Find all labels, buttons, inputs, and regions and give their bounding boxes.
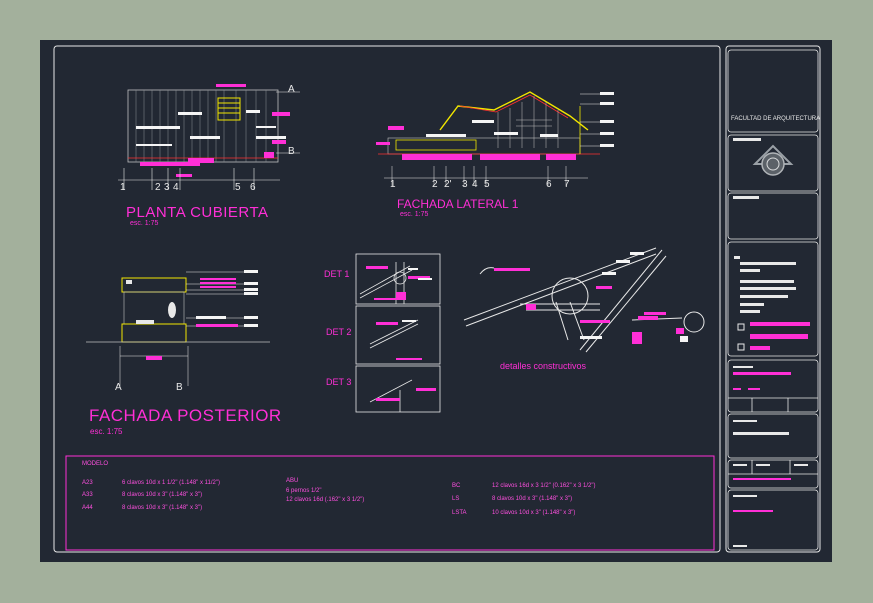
nail-desc-bc: 12 clavos 16d x 3 1/2" (0.162" x 3 1/2") — [492, 483, 596, 489]
cad-drawing — [53, 45, 821, 553]
title-block-text-blocks — [733, 138, 810, 547]
main-frame — [53, 45, 721, 553]
nail-code-bc: BC — [452, 483, 461, 489]
nail-table-header: MODELO — [82, 461, 109, 467]
title-block-frame — [725, 45, 821, 553]
side-elevation-title: FACHADA LATERAL 1 — [397, 197, 519, 211]
detail-1-label: DET 1 — [324, 269, 350, 279]
nail-code-ls: LS — [452, 496, 460, 502]
university-logo — [752, 144, 794, 176]
roof-axis-a: A — [288, 84, 295, 95]
roof-axis-1: 1 — [120, 182, 126, 193]
rear-axis-a: A — [115, 382, 122, 393]
roof-plan-scale: esc. 1:75 — [130, 220, 159, 227]
detail-3-label: DET 3 — [326, 377, 352, 387]
rear-elevation-drawing — [86, 270, 270, 386]
nail-desc-a23: 6 clavos 10d x 1 1/2" (1.148" x 11/2") — [122, 480, 221, 486]
side-axis-6: 6 — [546, 179, 552, 190]
drawing-sheet: FACULTAD DE ARQUITECTURA PLANTA CUBIERTA… — [40, 40, 832, 562]
nail-desc-a44: 8 clavos 10d x 3" (1.148" x 3") — [122, 505, 203, 511]
side-axis-3: 3 — [462, 179, 468, 190]
roof-plan-title: PLANTA CUBIERTA — [126, 204, 269, 221]
rear-axis-b: B — [176, 382, 183, 393]
title-block-cells — [727, 49, 819, 551]
nail-desc-lsta: 10 clavos 10d x 3" (1.148" x 3") — [492, 510, 576, 516]
nail-code-a33: A33 — [82, 492, 93, 498]
nail-code-a44: A44 — [82, 505, 93, 511]
roof-axis-2: 2 — [155, 182, 161, 193]
nail-code-a23: A23 — [82, 480, 93, 486]
rear-elevation-title: FACHADA POSTERIOR — [89, 406, 282, 425]
nail-table-frame — [65, 455, 715, 551]
faculty-name: FACULTAD DE ARQUITECTURA — [731, 116, 821, 122]
rear-elevation-scale: esc. 1:75 — [90, 427, 123, 436]
side-axis-2p: 2' — [444, 179, 452, 190]
details-drawing — [355, 247, 705, 413]
side-axis-2: 2 — [432, 179, 438, 190]
nail-desc-abu-1: 6 pernos 1/2" — [286, 488, 322, 494]
side-axis-1: 1 — [390, 179, 396, 190]
nail-code-abu: ABU — [286, 478, 299, 484]
roof-plan-drawing — [118, 84, 300, 190]
side-elevation-scale: esc. 1:75 — [400, 211, 429, 218]
nail-code-lsta: LSTA — [452, 510, 467, 516]
nail-desc-ls: 8 clavos 10d x 3" (1.148" x 3") — [492, 496, 573, 502]
side-axis-7: 7 — [564, 179, 570, 190]
nail-desc-a33: 8 clavos 10d x 3" (1.148" x 3") — [122, 492, 203, 498]
roof-axis-4: 4 — [173, 182, 179, 193]
details-caption: detalles constructivos — [500, 361, 587, 371]
roof-axis-5: 5 — [235, 182, 241, 193]
side-axis-4: 4 — [472, 179, 478, 190]
roof-axis-3: 3 — [164, 182, 170, 193]
roof-axis-6: 6 — [250, 182, 256, 193]
side-elevation-drawing — [376, 91, 614, 186]
roof-axis-b: B — [288, 146, 295, 157]
detail-2-label: DET 2 — [326, 327, 352, 337]
nail-desc-abu-2: 12 clavos 16d (.162" x 3 1/2") — [286, 497, 365, 503]
side-axis-5: 5 — [484, 179, 490, 190]
